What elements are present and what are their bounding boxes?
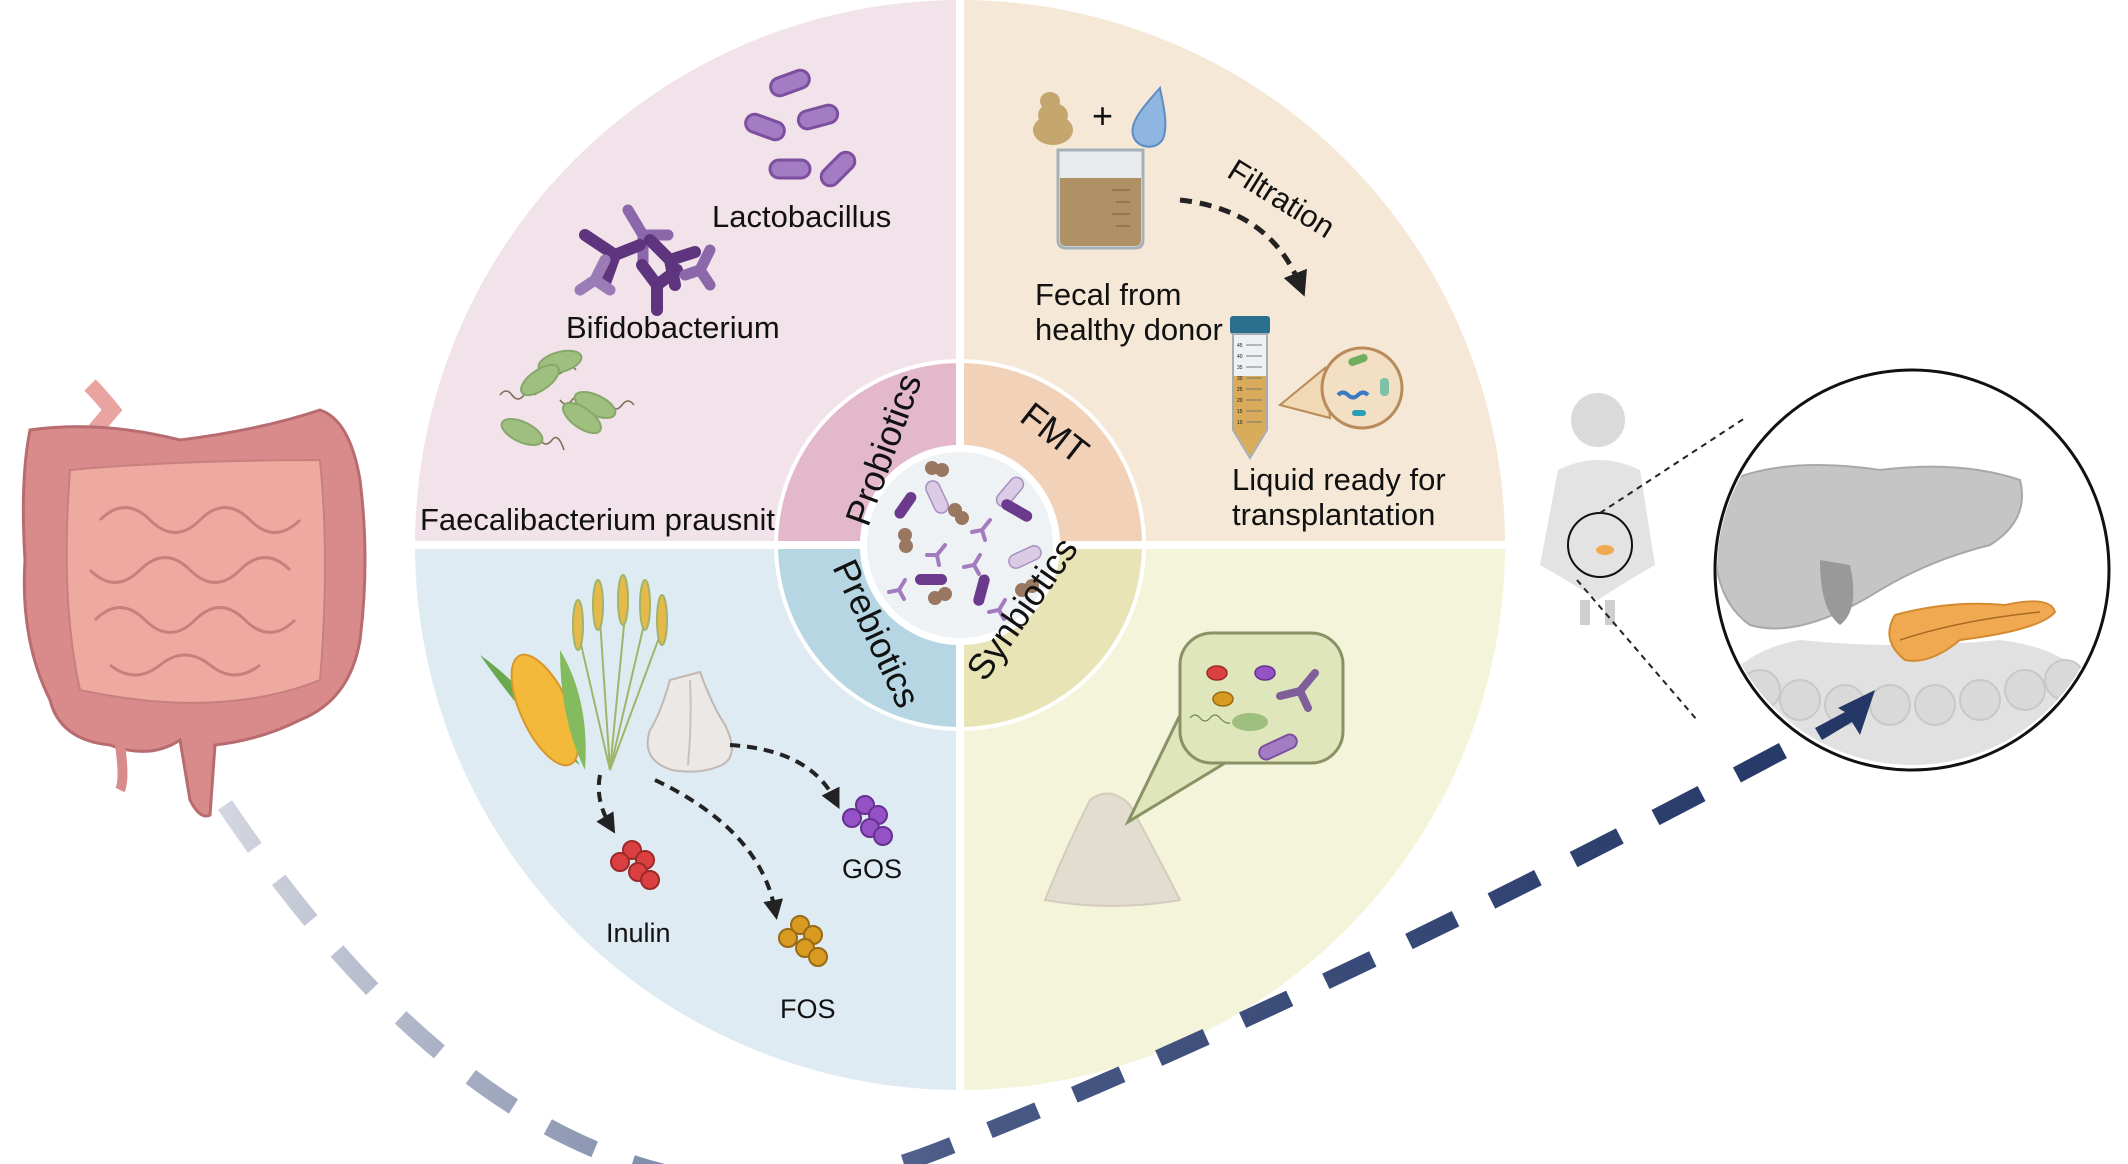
tube-scale-35: 35: [1237, 365, 1243, 371]
microbe-magnifier-icon: [1277, 346, 1404, 430]
fos-molecule-icon: [778, 915, 828, 967]
tube-scale-30: 30: [1237, 376, 1243, 382]
prebiotics-quadrant: Inulin FOS GOS: [480, 574, 902, 1024]
label-fecal-line1: Fecal from: [1035, 277, 1181, 312]
center-microbes: [887, 461, 1042, 621]
tube-scale-25: 25: [1237, 387, 1243, 393]
callout-microbes-icon: [1124, 631, 1345, 826]
synbiotics-quadrant: [1043, 631, 1345, 907]
stool-icon: [1033, 92, 1073, 145]
pointer-arrow-icon: [1815, 690, 1875, 740]
tube-scale-10: 10: [1237, 420, 1243, 426]
human-body-pancreas-icon: [1540, 393, 1655, 625]
inulin-molecule-icon: [610, 840, 660, 890]
arrow-to-fos: [654, 778, 783, 920]
tube-scale-15: 15: [1237, 409, 1243, 415]
arrow-to-gos: [729, 743, 840, 809]
label-liquid-line2: transplantation: [1232, 497, 1435, 532]
branched-bacteria-icon: [574, 204, 716, 316]
ring-segment-probiotics: [778, 363, 960, 545]
center-hub: Probiotics FMT Prebiotics Synbiotics: [774, 359, 1146, 731]
label-lactobacillus: Lactobacillus: [712, 199, 891, 234]
zoom-line-top: [1599, 417, 1746, 514]
plus-sign: +: [1092, 95, 1113, 136]
tube-scale-20: 20: [1237, 398, 1243, 404]
tube-scale-40: 40: [1237, 354, 1243, 360]
beaker-icon: [1056, 148, 1145, 250]
label-fecal-line2: healthy donor: [1035, 312, 1223, 347]
ring-segment-prebiotics: [778, 545, 960, 727]
rod-bacteria-icon: [744, 68, 857, 188]
dashed-arc-connector: [217, 712, 1845, 1164]
label-inulin: Inulin: [606, 918, 671, 948]
label-faecalibacterium: Faecalibacterium prausnitzii: [420, 502, 804, 537]
ring-segment-synbiotics: [960, 545, 1142, 727]
label-bifidobacterium: Bifidobacterium: [566, 310, 780, 345]
tube-scale-45: 45: [1237, 343, 1243, 349]
test-tube-icon: 45 40 35 30 25 20 15 10: [1230, 316, 1270, 460]
probiotics-quadrant: Lactobacillus Bifidobacterium: [420, 68, 891, 537]
zoom-line-bottom: [1576, 579, 1698, 721]
intestines-icon: [21, 379, 367, 818]
fmt-quadrant: + Fecal from healthy donor Filtration: [1033, 85, 1446, 532]
filtration-arrow-icon: [1179, 197, 1307, 297]
water-drop-icon: [1131, 85, 1167, 148]
flagellated-bacteria-icon: [499, 349, 635, 451]
wheat-icon: [572, 574, 668, 771]
label-fos: FOS: [780, 994, 836, 1024]
ring-segment-fmt: [960, 363, 1142, 545]
garlic-icon: [646, 670, 733, 773]
label-gos: GOS: [842, 854, 902, 884]
gos-molecule-icon: [842, 795, 893, 846]
corn-icon: [480, 650, 586, 770]
arrow-to-inulin: [596, 774, 616, 834]
label-liquid-line1: Liquid ready for: [1232, 462, 1446, 497]
liver-pancreas-zoom-icon: [1713, 368, 2111, 772]
